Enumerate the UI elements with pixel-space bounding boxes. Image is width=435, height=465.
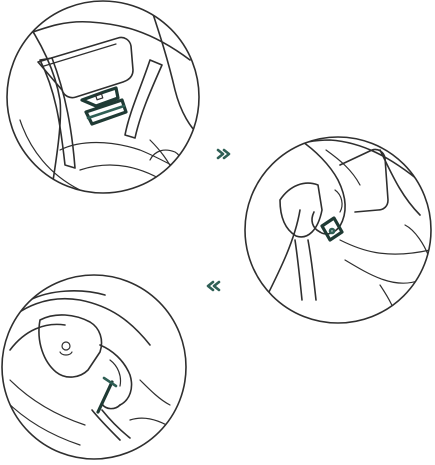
step-3-illustration xyxy=(0,275,186,459)
arrow-left-icon xyxy=(208,282,219,290)
step-3-frame xyxy=(2,275,186,459)
step-2-illustration xyxy=(245,137,431,323)
step-2-frame xyxy=(245,137,431,323)
step-1-illustration xyxy=(7,1,205,200)
arrow-right-icon xyxy=(218,150,229,158)
